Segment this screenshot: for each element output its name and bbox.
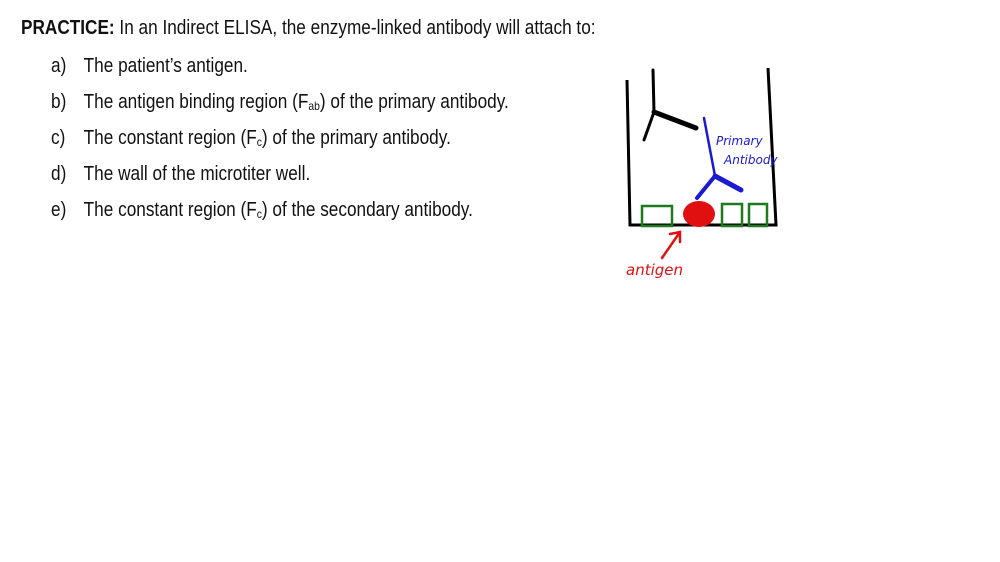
subscript: ab <box>308 99 320 113</box>
option-text: The wall of the microtiter well. <box>83 163 311 185</box>
option-letter: e) <box>51 199 67 221</box>
antigen-label: antigen <box>626 261 683 279</box>
option-text-end: ) of the secondary antibody. <box>261 199 473 221</box>
option-letter: c) <box>51 127 66 149</box>
option-text: The constant region (F <box>83 127 257 149</box>
blocking-proteins <box>640 202 769 228</box>
option-c[interactable]: c) The constant region (Fc) of the primar… <box>51 127 451 150</box>
practice-label: PRACTICE: <box>21 17 115 39</box>
elisa-well-diagram: Primary Antibody antigen <box>625 67 778 279</box>
option-letter: d) <box>51 163 67 185</box>
primary-antibody <box>695 116 744 200</box>
option-text: The patient’s antigen. <box>83 55 248 77</box>
question-text: PRACTICE: In an Indirect ELISA, the enzy… <box>21 17 596 40</box>
option-e[interactable]: e) The constant region (Fc) of the second… <box>51 199 473 222</box>
option-b[interactable]: b) The antigen binding region (Fab) of th… <box>51 91 509 114</box>
option-letter: b) <box>51 91 67 113</box>
subscript: c <box>256 135 262 149</box>
antigen-arrow <box>660 230 682 260</box>
option-text: The constant region (F <box>83 199 257 221</box>
option-d[interactable]: d) The wall of the microtiter well. <box>51 163 310 186</box>
option-a[interactable]: a) The patient’s antigen. <box>51 55 248 78</box>
option-text: The antigen binding region (F <box>83 91 309 113</box>
subscript: c <box>256 207 262 221</box>
option-text-end: ) of the primary antibody. <box>319 91 509 113</box>
primary-label-line2: Antibody <box>723 153 778 167</box>
antigen-dot <box>683 201 715 227</box>
option-text-end: ) of the primary antibody. <box>261 127 451 149</box>
secondary-antibody <box>642 68 699 142</box>
primary-label-line1: Primary <box>716 134 763 148</box>
option-letter: a) <box>51 55 67 77</box>
question-body: In an Indirect ELISA, the enzyme-linked … <box>114 17 596 39</box>
